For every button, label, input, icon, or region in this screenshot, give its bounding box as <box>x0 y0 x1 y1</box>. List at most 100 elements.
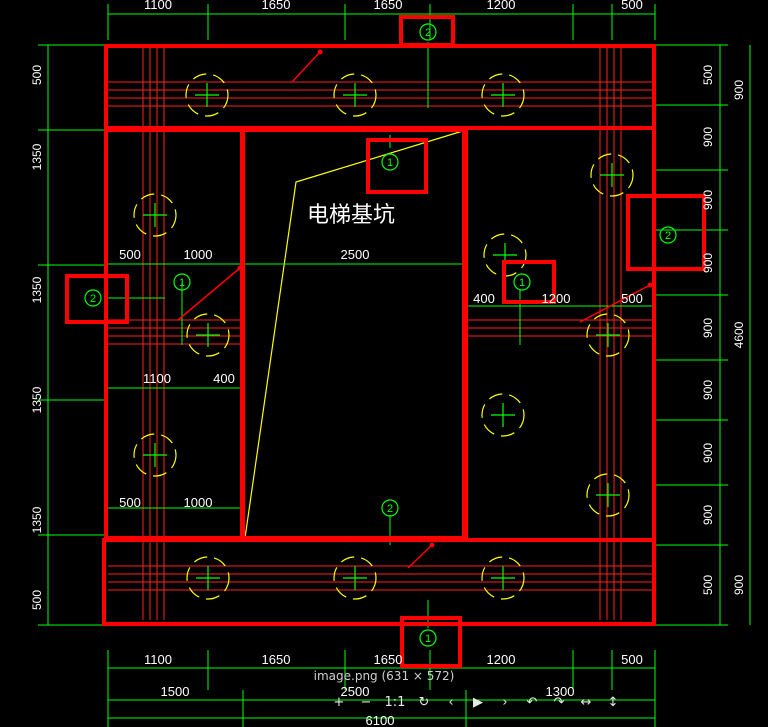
bottom-dim-label: 1650 <box>262 652 291 667</box>
section-marker-circle <box>659 226 677 244</box>
annotation-arrow-head <box>429 542 435 548</box>
left-dim-label: 500 <box>30 590 44 610</box>
highlight-box <box>462 126 656 542</box>
right-dim-label: 500 <box>701 575 715 595</box>
top-dim-label: 1200 <box>487 0 516 12</box>
section-marker-number: 2 <box>665 230 671 242</box>
pile-circle <box>186 313 230 357</box>
left-dim-label: 1350 <box>30 276 44 303</box>
total-width-label: 6100 <box>366 713 395 727</box>
pile-circle <box>586 313 630 357</box>
redo-icon[interactable]: ↷ <box>553 694 565 710</box>
pile-circle <box>133 433 177 477</box>
annotation-arrow <box>579 284 651 323</box>
section-marker-circle <box>419 629 437 647</box>
annotation-arrow <box>177 267 241 321</box>
annotation-arrow-head <box>317 49 323 55</box>
right-dim-label: 500 <box>701 65 715 85</box>
fit-height-icon[interactable]: ↕ <box>607 694 619 710</box>
pile-circle <box>590 153 634 197</box>
rotate-icon[interactable]: ↻ <box>418 694 430 710</box>
right-outer-dim-label: 4600 <box>732 321 746 348</box>
section-marker-circle <box>381 153 399 171</box>
pit-boundary-line <box>244 129 467 539</box>
highlight-box <box>366 138 428 194</box>
top-dim-label: 1100 <box>144 0 172 12</box>
pile-circle <box>333 556 377 600</box>
previous-icon[interactable]: ‹ <box>448 694 454 710</box>
right-outer-dim-label: 900 <box>732 575 746 595</box>
mid-dim-label: 500 <box>119 495 141 510</box>
top-dim-label: 500 <box>621 0 643 12</box>
left-dim-label: 1350 <box>30 143 44 170</box>
mid-dim-label: 400 <box>473 291 495 306</box>
viewer-toolbar: +−1:1 ↻ ‹ ▶ › ↶ ↷ ↔ ↕ <box>330 691 622 713</box>
right-dim-label: 900 <box>701 190 715 210</box>
right-dim-label: 900 <box>701 505 715 525</box>
mid-dim-label: 500 <box>119 247 141 262</box>
highlight-box <box>102 538 656 626</box>
section-marker-number: 2 <box>425 27 431 39</box>
top-dim-label: 1650 <box>374 0 403 12</box>
mid-dim-label: 1000 <box>184 247 213 262</box>
section-marker-circle <box>419 23 437 41</box>
actual-size-button[interactable]: 1:1 <box>384 694 406 710</box>
bottom-dim-label: 2500 <box>341 684 370 699</box>
pit-width-label: 2500 <box>341 247 370 262</box>
right-outer-dim-label: 900 <box>732 80 746 100</box>
section-marker-number: 2 <box>90 293 96 305</box>
highlight-box <box>502 260 556 304</box>
pile-circle <box>481 73 525 117</box>
bottom-dim-label: 500 <box>621 652 643 667</box>
fit-width-icon[interactable]: ↔ <box>580 694 592 710</box>
play-icon[interactable]: ▶ <box>473 694 483 710</box>
section-marker-number: 1 <box>387 157 393 169</box>
bottom-dim-label: 1500 <box>161 684 190 699</box>
highlight-box <box>104 128 244 540</box>
pile-circle <box>185 73 229 117</box>
mid-dim-label: 400 <box>213 371 235 386</box>
section-marker-circle <box>173 273 191 291</box>
bottom-dim-label: 1300 <box>546 684 575 699</box>
pile-circle <box>481 556 525 600</box>
left-dim-label: 1350 <box>30 506 44 533</box>
mid-dim-label: 1000 <box>184 495 213 510</box>
pile-circle <box>586 473 630 517</box>
left-dim-label: 500 <box>30 65 44 85</box>
annotation-arrow-head <box>647 282 653 288</box>
image-file-caption: image.png (631 × 572) <box>313 669 455 683</box>
bottom-dim-label: 1100 <box>144 652 172 667</box>
section-marker-circle <box>513 273 531 291</box>
section-marker-number: 1 <box>519 277 525 289</box>
undo-icon[interactable]: ↶ <box>526 694 538 710</box>
section-marker-circle <box>84 289 102 307</box>
pile-circle <box>186 556 230 600</box>
highlight-box <box>626 194 706 271</box>
right-dim-label: 900 <box>701 443 715 463</box>
section-marker-number: 2 <box>387 503 393 515</box>
section-marker-circle <box>381 499 399 517</box>
pile-circle <box>481 393 525 437</box>
highlight-box <box>400 616 462 668</box>
highlight-box <box>241 128 468 540</box>
zoom-out-icon[interactable]: − <box>360 694 372 710</box>
bottom-dim-label: 1650 <box>374 652 403 667</box>
next-icon[interactable]: › <box>502 694 508 710</box>
section-marker-number: 1 <box>425 633 431 645</box>
top-dim-label: 1650 <box>262 0 291 12</box>
highlight-box <box>65 274 129 324</box>
right-dim-label: 900 <box>701 127 715 147</box>
annotation-arrow-head <box>237 265 243 271</box>
mid-dim-label: 500 <box>621 291 643 306</box>
zoom-in-icon[interactable]: + <box>333 694 345 710</box>
right-dim-label: 900 <box>701 380 715 400</box>
mid-dim-label: 1100 <box>143 371 171 386</box>
section-marker-number: 1 <box>179 277 185 289</box>
annotation-arrow <box>407 544 433 569</box>
pit-title: 电梯基坑 <box>307 202 395 227</box>
bottom-dim-label: 1200 <box>487 652 516 667</box>
annotation-arrow <box>291 51 321 83</box>
pile-circle <box>333 73 377 117</box>
